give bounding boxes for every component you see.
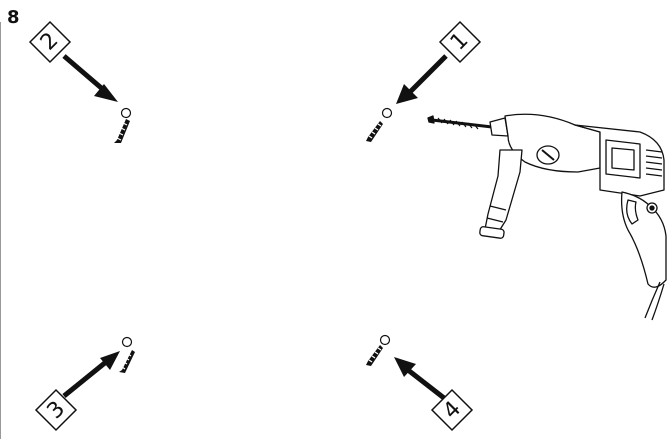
- wall-plug-3: [119, 350, 135, 373]
- drill-bit: [427, 115, 493, 130]
- side-handle-cap: [479, 226, 505, 239]
- callout-3: 3: [34, 336, 135, 432]
- callout-1-diamond: [438, 20, 482, 64]
- callout-3-diamond: [34, 388, 78, 432]
- callout-4: 4: [366, 334, 474, 432]
- drill-front-housing: [504, 113, 601, 173]
- arrow-3-shaft: [62, 360, 108, 398]
- wall-plug-2: [114, 119, 130, 143]
- callout-4-diamond: [430, 388, 474, 432]
- arrow-3-head: [100, 351, 120, 370]
- arrow-2-head: [94, 84, 118, 102]
- power-cord: [644, 281, 665, 321]
- drill-hole-3: [121, 336, 133, 348]
- callout-2: 2: [28, 20, 132, 143]
- drill-side-panel: [605, 139, 641, 179]
- wall-plug-1: [366, 121, 383, 142]
- vent-slots: [645, 149, 663, 177]
- side-handle: [483, 149, 523, 237]
- arrow-2-shaft: [62, 54, 108, 94]
- arrow-1-shaft: [408, 54, 448, 94]
- callout-1: 1: [366, 20, 482, 142]
- arrow-1-head: [396, 84, 418, 104]
- wall-plug-4: [366, 345, 383, 366]
- trigger: [626, 199, 639, 225]
- page-left-rule: [0, 22, 1, 439]
- step-number: 8: [7, 7, 20, 28]
- hammer-drill: [427, 113, 667, 321]
- arrow-4-shaft: [406, 368, 446, 400]
- callout-2-diamond: [28, 20, 72, 64]
- arrow-4-head: [394, 357, 416, 377]
- drill-hole-4: [379, 334, 391, 346]
- drill-hole-2: [120, 107, 132, 119]
- drill-hole-1: [381, 107, 393, 119]
